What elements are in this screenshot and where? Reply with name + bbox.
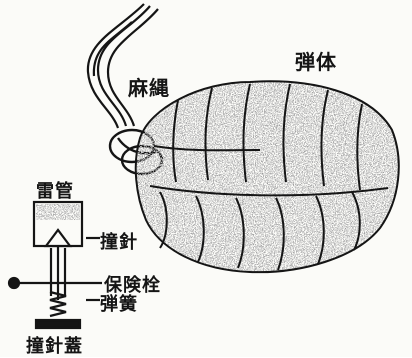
firing-pin-label: 撞針 — [100, 228, 138, 254]
rope — [88, 4, 158, 128]
spring-label: 弾簧 — [100, 290, 138, 316]
detonator-assembly — [9, 202, 102, 328]
rope-label: 麻縄 — [128, 72, 170, 101]
grenade-body — [136, 81, 399, 272]
striker-cover-label: 撞針蓋 — [26, 332, 83, 358]
body-label: 弾体 — [295, 46, 337, 75]
detonator-label: 雷管 — [36, 177, 74, 203]
